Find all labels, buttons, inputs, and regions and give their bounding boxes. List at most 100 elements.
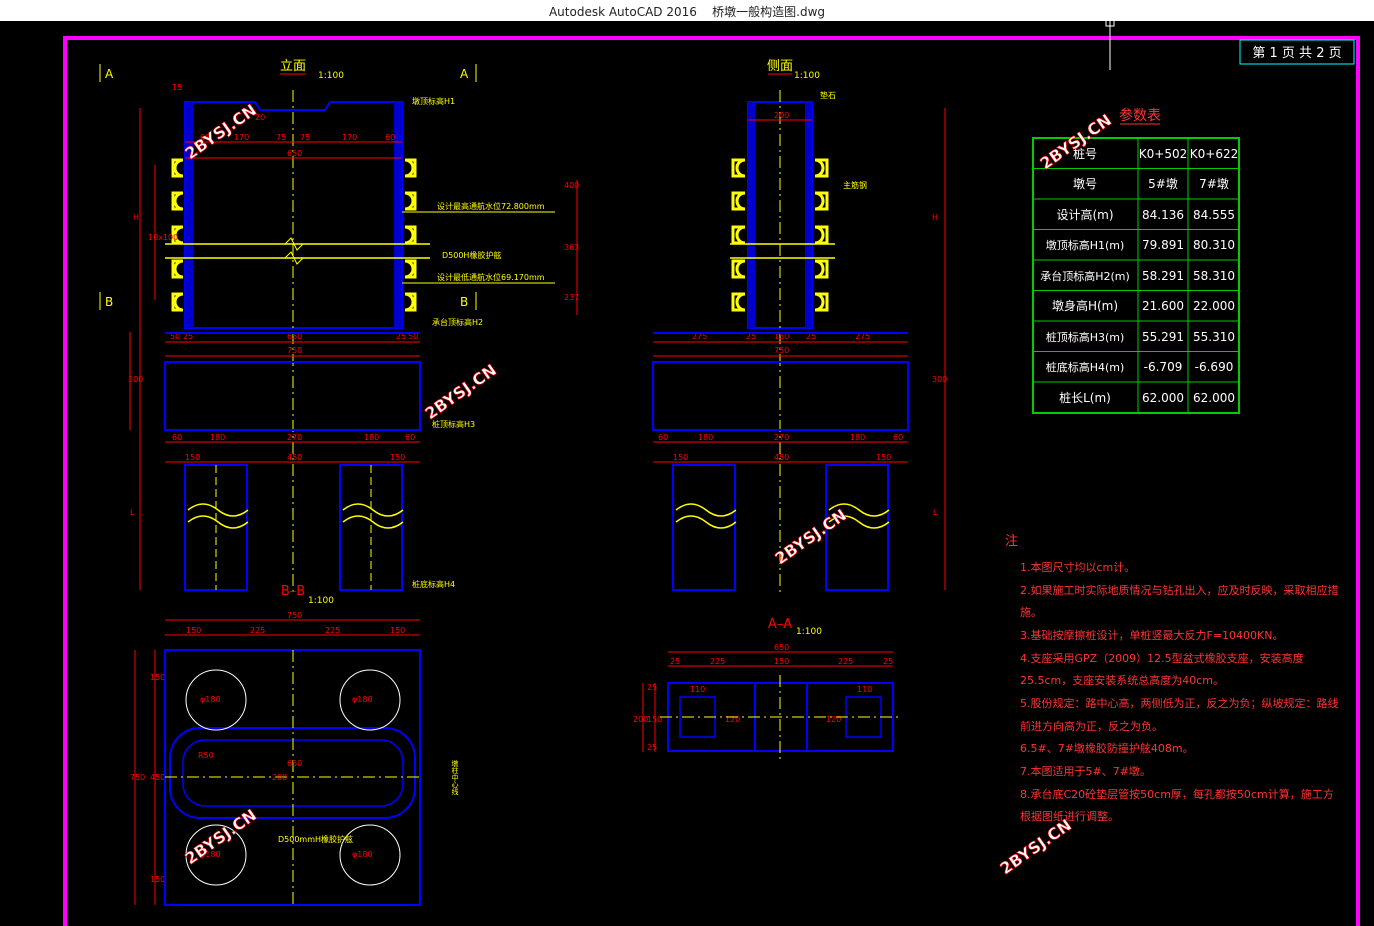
section-bb-title: B–B [281, 584, 305, 599]
table-header-0: 桩号 [1073, 146, 1097, 161]
bb-dim-top-0: 150 [186, 626, 201, 635]
side-scale: 1:100 [794, 71, 820, 81]
elevation-title: 立面 [280, 59, 306, 74]
elev-dim-base-1: 25 [183, 332, 193, 341]
table-r1-c1: 84.136 [1142, 208, 1184, 222]
note-line-9: 7.本图适用于5#、7#墩。 [1020, 764, 1151, 778]
side-title: 侧面 [767, 59, 793, 74]
aa-dim-inner-v-0: 120 [725, 715, 740, 724]
elev-dim-top-5: 60 [385, 133, 395, 142]
table-r4-c0: 墩身高H(m) [1052, 298, 1118, 313]
side-bearing-label: 垫石 [820, 90, 836, 100]
side-dim-pile2-0: 150 [673, 453, 688, 462]
elev-dim-top-2: 75 [276, 133, 286, 142]
pile-bottom-label: 桩底标高H4 [412, 579, 455, 589]
table-r4-c1: 21.600 [1142, 299, 1184, 313]
bb-pile-d-2: φ180 [352, 695, 373, 704]
pier-body-outline [184, 101, 403, 329]
note-line-1: 2.如果施工时实际地质情况与钻孔出入，应及时反映，采取相应措 [1020, 583, 1339, 597]
elevation-view: 立面 1:100 A A B B 设计最高通航水位72.800mm 设计最低通航… [99, 59, 579, 595]
bb-dim-radius: R50 [198, 751, 214, 760]
bb-dim-left-2: 150 [150, 875, 165, 884]
cut-a-right: A [460, 67, 469, 81]
table-header-2: K0+622 [1190, 147, 1238, 161]
elev-dim-pile1-4: 60 [405, 433, 415, 442]
cap-top-label: 墩顶标高H1 [412, 96, 455, 106]
cut-b-left: B [105, 295, 113, 309]
watermark-6: 2BYSJ.CN [996, 815, 1075, 878]
bb-dim-top-2: 225 [325, 626, 340, 635]
side-dim-base-0: 275 [692, 332, 707, 341]
sheet-frame [63, 36, 1360, 926]
table-r7-c0: 桩长L(m) [1059, 390, 1111, 405]
table-r2-c2: 80.310 [1193, 238, 1235, 252]
side-dim-pile1-4: 60 [893, 433, 903, 442]
side-fenders [731, 158, 829, 312]
elevation-fenders [171, 158, 417, 312]
table-header-1: K0+502 [1139, 147, 1187, 161]
elev-pilecap [164, 361, 421, 431]
drawing-canvas[interactable]: 第 1 页 共 2 页 立面 1:100 A A B B 设计最高通航水位72.… [0, 21, 1374, 926]
bb-dim-inner-w: 650 [287, 759, 302, 768]
bb-dim-left-0: 150 [150, 673, 165, 682]
elev-dim-pile1-0: 60 [172, 433, 182, 442]
window-title: Autodesk AutoCAD 2016 桥墩一般构造图.dwg [548, 5, 826, 19]
param-table: 参数表 桩号 K0+502 K0+622 墩号 5#墩 7#墩 设计高(m) 8… [1032, 107, 1240, 414]
table-r0-c1: 5#墩 [1148, 177, 1178, 191]
aa-dim-row-3: 225 [838, 657, 853, 666]
table-r5-c1: 55.291 [1142, 330, 1184, 344]
bb-casing-label: D500mmH橡胶护舷 [278, 834, 353, 844]
elev-dim-cap-h: 15 [172, 83, 182, 92]
aa-dim-left-0: 200 [633, 715, 648, 724]
bb-dim-left-total: 750 [130, 773, 145, 782]
elev-dim-pilecap-h: 300 [128, 375, 143, 384]
table-r0-c0: 墩号 [1073, 177, 1097, 191]
elev-dim-base-3: 25 [396, 332, 406, 341]
elev-dim-pile1-2: 270 [287, 433, 302, 442]
cursor-box [1105, 21, 1115, 27]
pilecap-top-label: 承台顶标高H2 [432, 317, 483, 327]
sheet-number: 第 1 页 共 2 页 [1252, 46, 1341, 61]
bb-dim-top-3: 150 [390, 626, 405, 635]
bb-dim-inner-h: 200 [272, 773, 287, 782]
side-dim-pile1-3: 180 [850, 433, 865, 442]
note-line-3: 3.基础按摩擦桩设计，单桩竖最大反力F=10400KN。 [1020, 628, 1283, 642]
aa-dim-inner-v-1: 120 [826, 715, 841, 724]
side-view: 侧面 1:100 垫石 主筋钢 2 [652, 59, 947, 595]
elev-dim-top-0: 60 [200, 133, 210, 142]
side-dim-base-1: 25 [746, 332, 756, 341]
watermark-3: 2BYSJ.CN [771, 505, 850, 568]
table-r3-c0: 承台顶标高H2(m) [1040, 269, 1130, 283]
table-r2-c1: 79.891 [1142, 238, 1184, 252]
bb-pile-3 [185, 824, 247, 886]
side-rebar-label: 主筋钢 [843, 180, 867, 190]
aa-dim-inner-1: 110 [857, 685, 872, 694]
aa-dim-left-3: 25 [647, 743, 657, 752]
elev-dim-pile1-1: 180 [210, 433, 225, 442]
elev-dim-right-1: 363 [564, 243, 579, 252]
note-line-0: 1.本图尺寸均以cm计。 [1020, 560, 1135, 574]
side-dim-pile1-0: 60 [658, 433, 668, 442]
bb-dim-top-total: 750 [287, 611, 302, 620]
elev-dim-H: H [133, 213, 139, 222]
bb-side-note: 墩柱中心线 [451, 759, 459, 795]
elev-dim-pile2-2: 150 [390, 453, 405, 462]
watermark-1: 2BYSJ.CN [181, 100, 260, 163]
note-line-4: 4.支座采用GPZ（2009）12.5型盆式橡胶支座，安装高度 [1020, 651, 1304, 665]
side-dim-base-total: 750 [774, 346, 789, 355]
elev-dim-top-3: 75 [300, 133, 310, 142]
elev-dim-base-total: 750 [287, 346, 302, 355]
pile-top-label: 桩顶标高H3 [432, 419, 475, 429]
aa-dim-row-0: 25 [670, 657, 680, 666]
section-aa-title: A–A [768, 617, 792, 632]
drawing-svg[interactable]: 第 1 页 共 2 页 立面 1:100 A A B B 设计最高通航水位72.… [0, 21, 1374, 926]
low-water-label: 设计最低通航水位69.170mm [437, 272, 545, 282]
side-dim-pile1-1: 180 [698, 433, 713, 442]
cut-a-left: A [105, 67, 114, 81]
note-line-5: 25.5cm，支座安装系统总高度为40cm。 [1020, 673, 1224, 687]
watermark-5: 2BYSJ.CN [181, 805, 260, 868]
aa-dim-row-1: 225 [710, 657, 725, 666]
table-r2-c0: 墩顶标高H1(m) [1046, 238, 1125, 252]
section-aa-scale: 1:100 [796, 627, 822, 637]
table-r6-c1: -6.709 [1144, 360, 1183, 374]
